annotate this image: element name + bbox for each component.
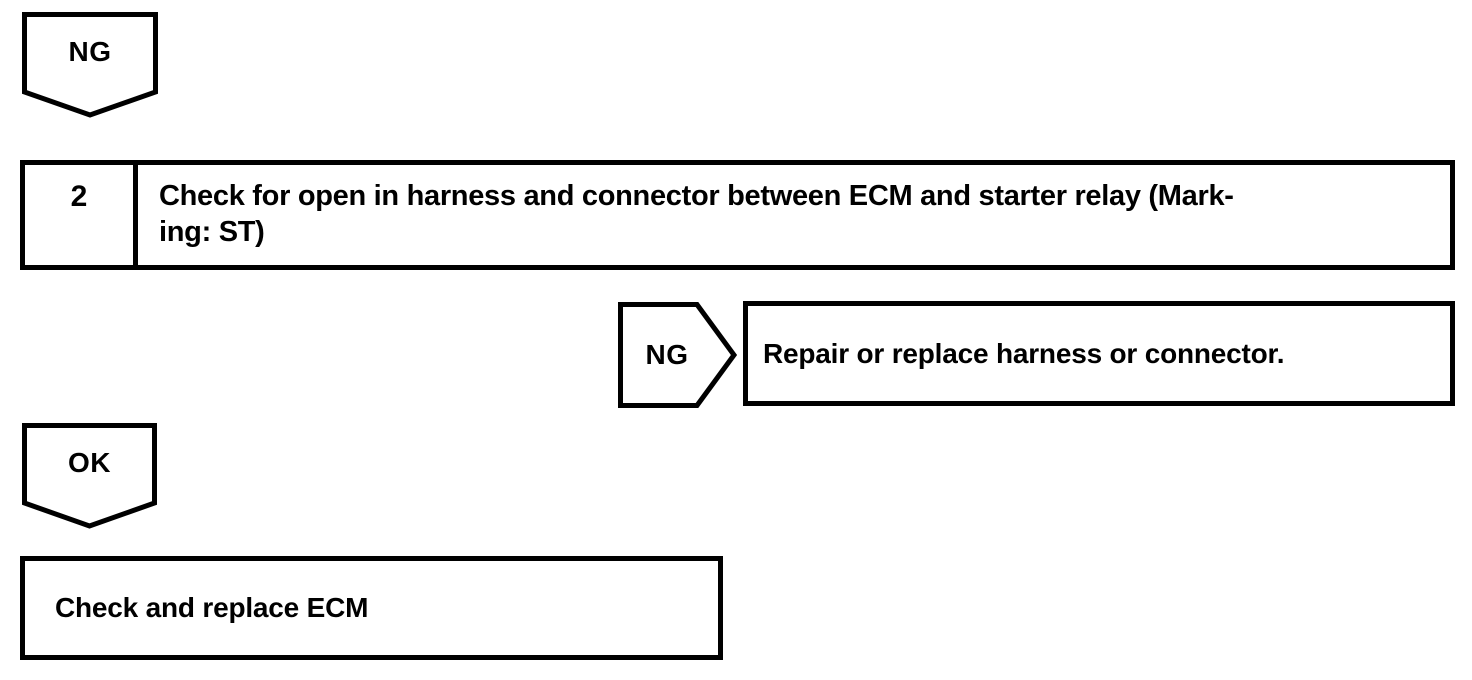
ng-branch-flag: NG: [618, 302, 737, 408]
down-pentagon-icon: [22, 423, 157, 529]
down-pentagon-icon: [22, 12, 158, 118]
entry-ng-flag: NG: [22, 12, 158, 118]
step-title-line2: ing: ST): [159, 216, 265, 248]
ng-action-box: Repair or replace harness or connector.: [743, 301, 1455, 406]
ng-action-text: Repair or replace harness or connector.: [763, 337, 1285, 369]
ok-flag-label: OK: [68, 447, 111, 478]
ng-branch-flag-label: NG: [645, 339, 689, 370]
entry-ng-flag-label: NG: [68, 36, 112, 67]
ok-flag: OK: [22, 423, 157, 529]
step-number: 2: [25, 165, 138, 265]
right-pentagon-icon: [618, 302, 737, 408]
ok-action-box: Check and replace ECM: [20, 556, 723, 660]
step-title: Check for open in harness and connector …: [138, 165, 1244, 265]
step-box: 2 Check for open in harness and connecto…: [20, 160, 1455, 270]
step-title-line1: Check for open in harness and connector …: [159, 180, 1234, 212]
ok-action-text: Check and replace ECM: [55, 592, 369, 623]
